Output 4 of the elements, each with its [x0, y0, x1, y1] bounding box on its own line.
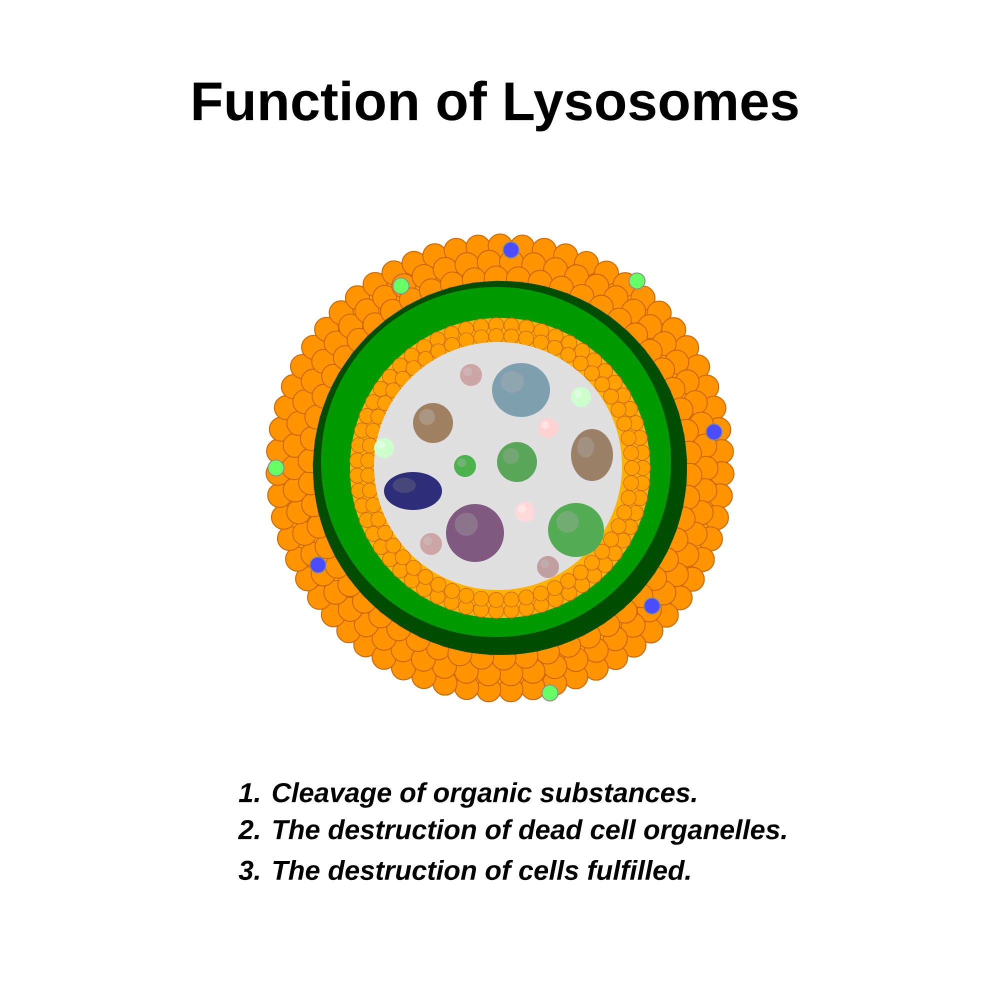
title: Function of Lysosomes	[194, 80, 798, 132]
list-item: 2. The destruction of dead cell organelles.	[238, 819, 786, 845]
list-item: 3. The destruction of cells fulfilled.	[238, 860, 690, 880]
list-item: 1. Cleavage of organic substances.	[238, 782, 696, 808]
